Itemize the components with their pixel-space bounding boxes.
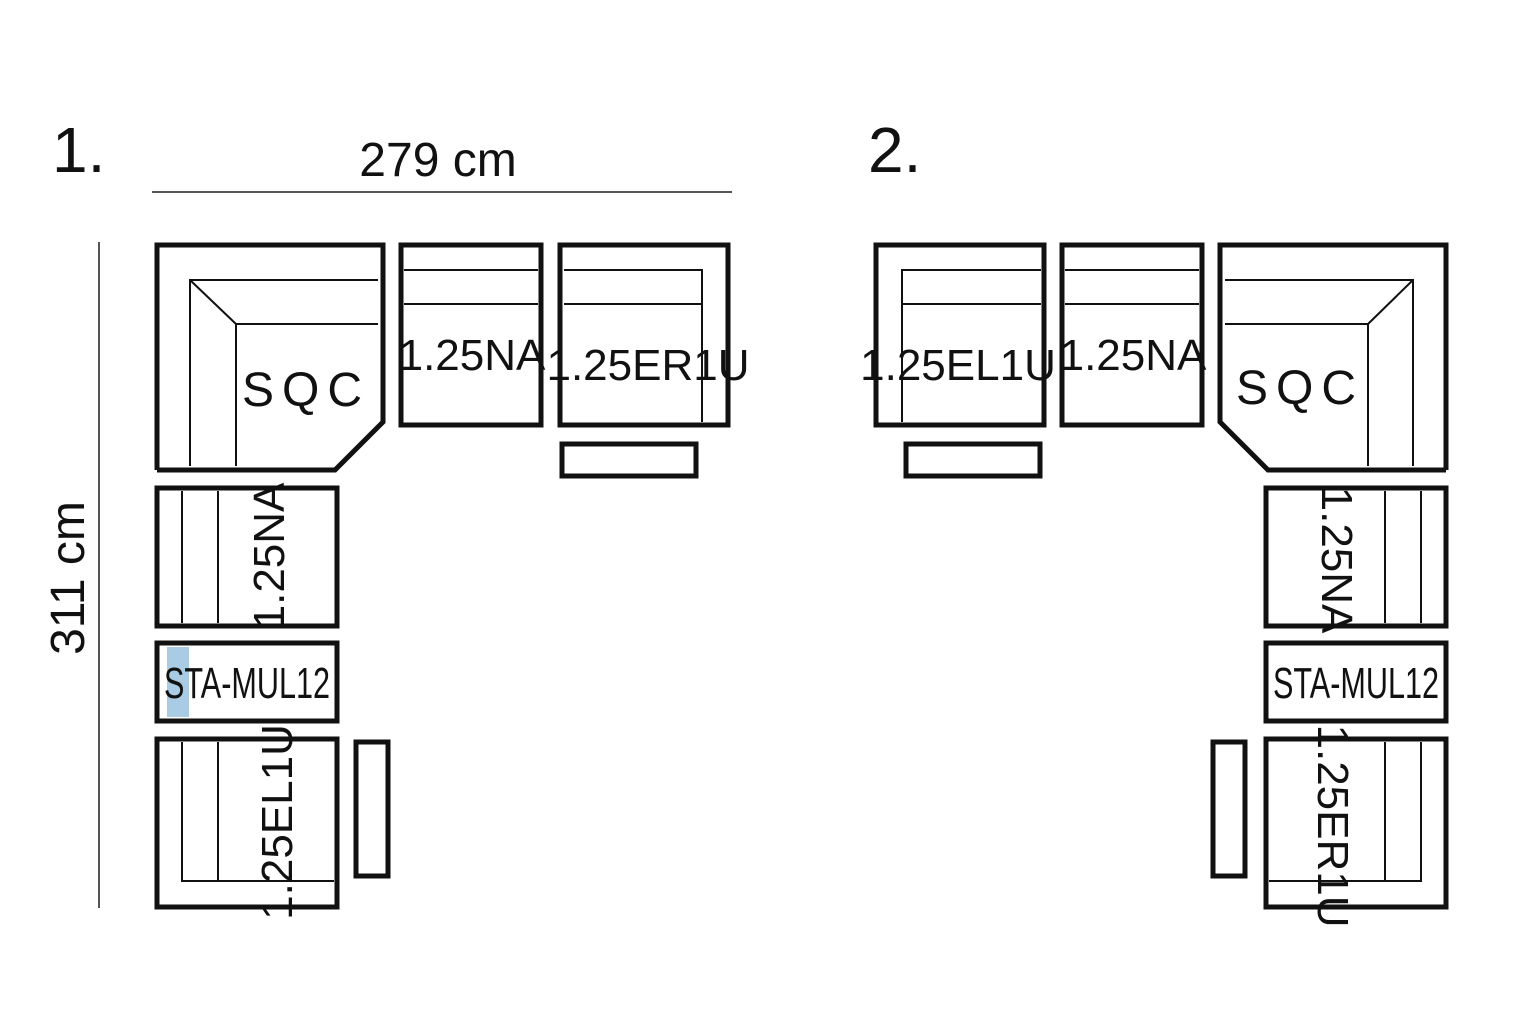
armless-module-side: 1.25NA bbox=[1263, 485, 1449, 634]
layout-2-number: 2. bbox=[868, 114, 921, 186]
arm-module-top-end: 1.25EL1U bbox=[860, 242, 1056, 428]
layout-2: 2. 1.25EL1U 1.25NA SQC bbox=[860, 114, 1449, 928]
highlight-marker bbox=[167, 647, 189, 717]
corner-module-sqc: SQC bbox=[1217, 242, 1449, 473]
side-table-side bbox=[1210, 739, 1248, 879]
side-table-top bbox=[559, 441, 699, 479]
layout-1: 1. 279 cm 311 cm SQC 1.25NA 1.25ER1U bbox=[42, 114, 750, 920]
module-label: 1.25NA bbox=[1312, 487, 1361, 634]
module-label: 1.25EL1U bbox=[860, 341, 1056, 390]
depth-dimension-label: 311 cm bbox=[42, 501, 95, 655]
arm-module-top-end: 1.25ER1U bbox=[546, 242, 750, 428]
arm-module-side-end: 1.25EL1U bbox=[154, 724, 340, 920]
module-label: STA-MUL12 bbox=[1273, 659, 1439, 708]
module-label: 1.25ER1U bbox=[546, 341, 749, 390]
layout-1-number: 1. bbox=[52, 114, 105, 186]
width-dimension-label: 279 cm bbox=[359, 134, 516, 187]
module-label: 1.25NA bbox=[1060, 331, 1207, 380]
armless-module-top: 1.25NA bbox=[398, 242, 546, 428]
storage-module: STA-MUL12 bbox=[1263, 640, 1449, 724]
arm-module-side-end: 1.25ER1U bbox=[1263, 724, 1449, 928]
module-label: STA-MUL12 bbox=[164, 659, 330, 708]
module-label: 1.25NA bbox=[399, 331, 546, 380]
armless-module-side: 1.25NA bbox=[154, 482, 340, 629]
storage-module: STA-MUL12 bbox=[154, 640, 340, 724]
armless-module-top: 1.25NA bbox=[1059, 242, 1207, 428]
corner-module-sqc: SQC bbox=[154, 242, 386, 473]
module-label: 1.25ER1U bbox=[1308, 724, 1357, 927]
module-label: 1.25NA bbox=[245, 482, 294, 629]
module-label: 1.25EL1U bbox=[253, 724, 302, 920]
side-table-top bbox=[903, 441, 1043, 479]
module-label: SQC bbox=[1236, 362, 1364, 415]
side-table-side bbox=[353, 739, 391, 879]
module-label: SQC bbox=[242, 364, 370, 417]
